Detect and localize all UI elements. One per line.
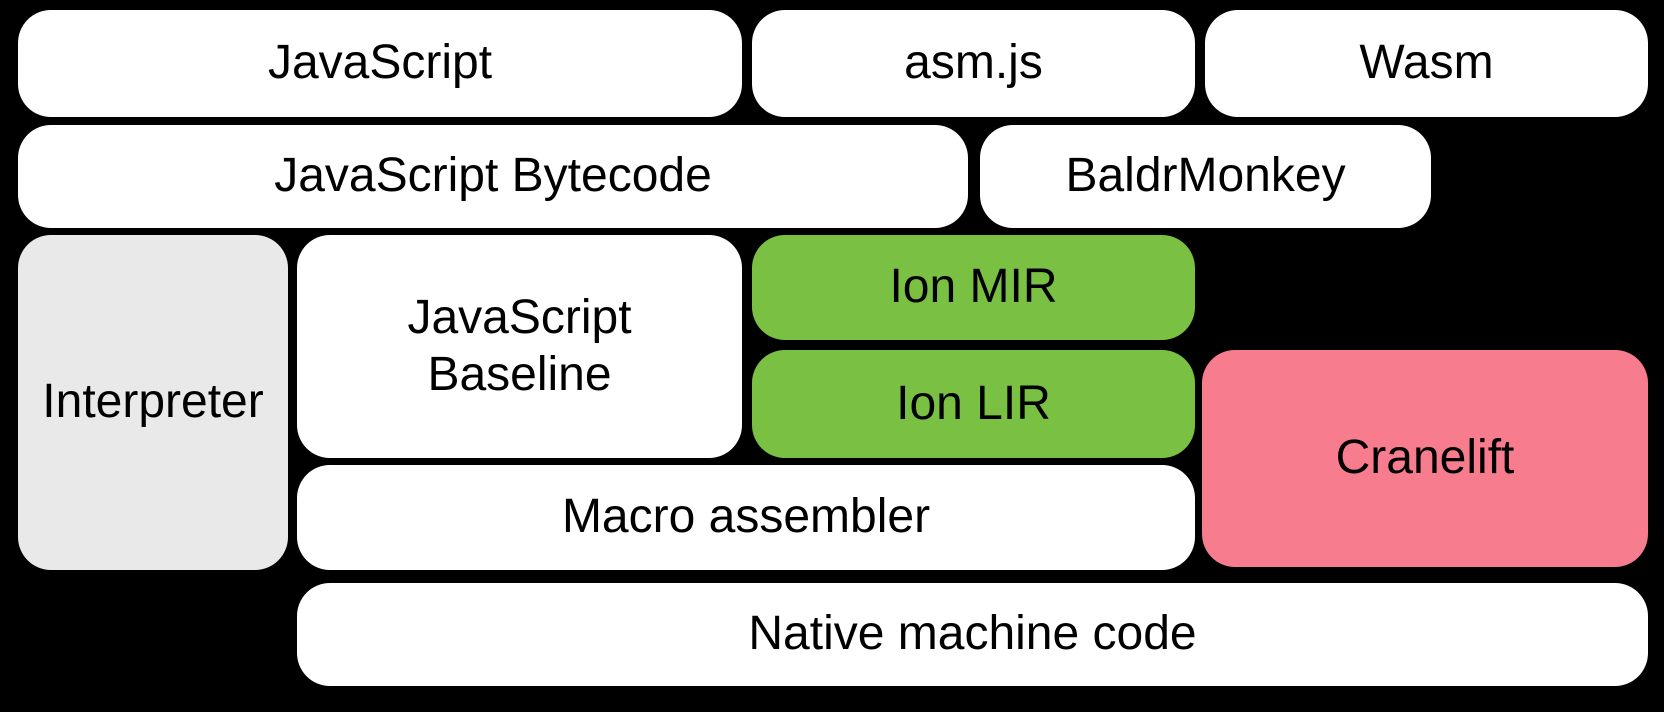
node-javascript-label: JavaScript xyxy=(267,36,493,90)
node-cranelift-label: Cranelift xyxy=(1335,431,1515,485)
node-cranelift: Cranelift xyxy=(1202,350,1648,567)
node-asm-js-label: asm.js xyxy=(904,36,1043,90)
node-javascript-bytecode-label: JavaScript Bytecode xyxy=(274,149,712,203)
node-native-machine-code-label: Native machine code xyxy=(748,607,1197,661)
node-ion-lir-label: Ion LIR xyxy=(896,376,1051,430)
node-ion-lir: Ion LIR xyxy=(752,350,1195,458)
node-interpreter: Interpreter xyxy=(18,235,288,570)
node-javascript-baseline: JavaScript Baseline xyxy=(297,235,742,458)
node-native-machine-code: Native machine code xyxy=(297,583,1648,686)
node-javascript: JavaScript xyxy=(18,10,742,117)
node-macro-assembler-label: Macro assembler xyxy=(561,490,931,544)
node-baldrmonkey: BaldrMonkey xyxy=(980,125,1431,228)
node-javascript-baseline-label-line2: Baseline xyxy=(427,347,612,401)
node-macro-assembler: Macro assembler xyxy=(297,465,1195,570)
node-baldrmonkey-label: BaldrMonkey xyxy=(1065,149,1346,203)
node-javascript-baseline-label-line1: JavaScript xyxy=(407,290,632,344)
node-ion-mir-label: Ion MIR xyxy=(889,260,1058,314)
node-javascript-bytecode: JavaScript Bytecode xyxy=(18,125,968,228)
node-interpreter-label: Interpreter xyxy=(42,375,264,429)
node-wasm-label: Wasm xyxy=(1359,36,1494,90)
node-ion-mir: Ion MIR xyxy=(752,235,1195,340)
node-asm-js: asm.js xyxy=(752,10,1195,117)
node-wasm: Wasm xyxy=(1205,10,1648,117)
